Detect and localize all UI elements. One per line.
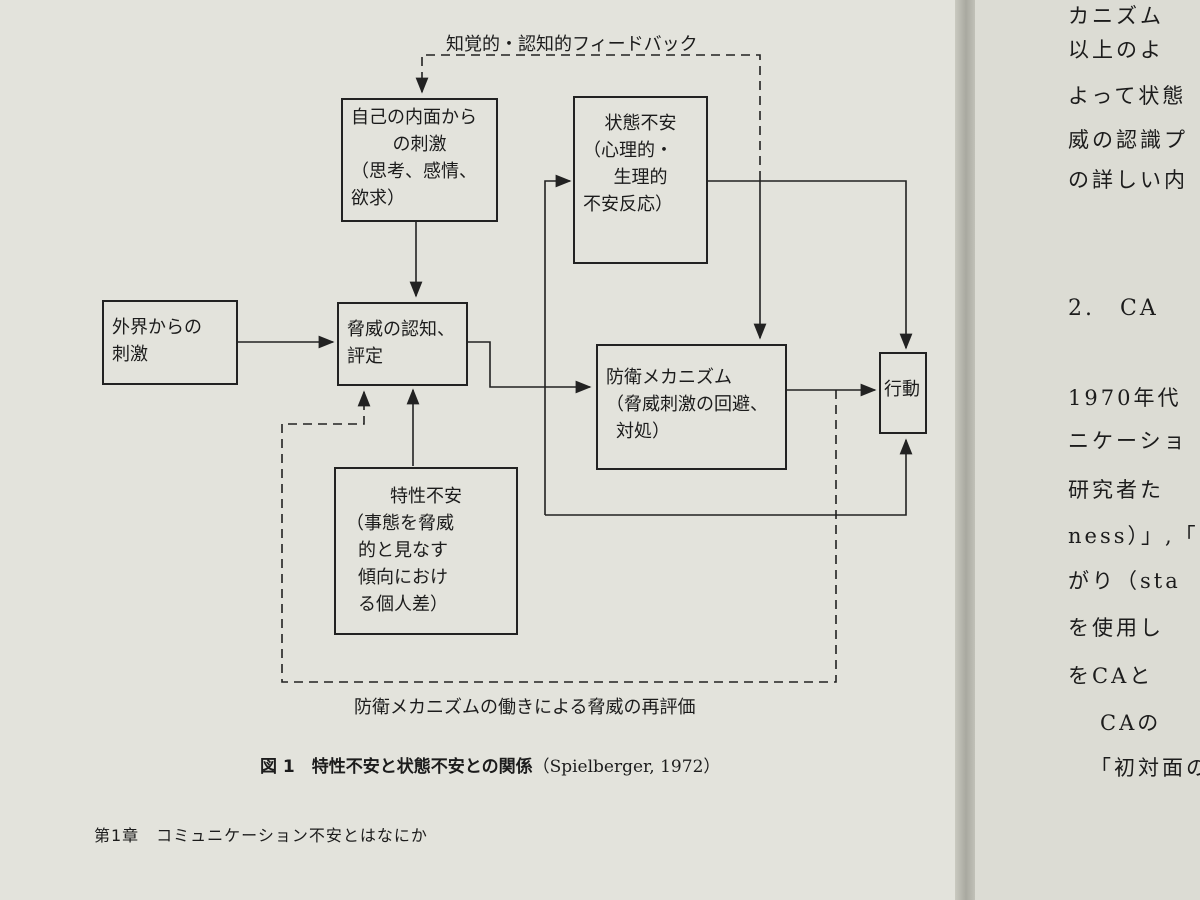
- threat-appraisal-line-1: 脅威の認知、: [347, 319, 455, 340]
- trait-anxiety-line-2: （事態を脅威: [346, 513, 454, 534]
- state-anxiety-line-2: （心理的・: [583, 140, 673, 161]
- right-page-line: がり（sta: [1068, 569, 1181, 593]
- right-page-line: をCAと: [1068, 664, 1154, 688]
- right-page-line: 1970年代: [1068, 386, 1182, 410]
- defense-mechanism-line-3: 対処）: [616, 421, 670, 442]
- state-anxiety-line-1: 状態不安: [604, 113, 677, 134]
- behavior-box: 行動: [879, 352, 927, 434]
- trait-anxiety-line-4: 傾向におけ: [358, 567, 448, 588]
- right-page-line: 威の認識プ: [1068, 128, 1188, 152]
- trait-anxiety-box: 特性不安 （事態を脅威 的と見なす 傾向におけ る個人差）: [334, 467, 518, 635]
- defense-mechanism-line-1: 防衛メカニズム: [606, 367, 732, 388]
- feedback-loop-line: [415, 54, 761, 180]
- external-stimulus-line-2: 刺激: [112, 344, 148, 365]
- threat-appraisal-box: 脅威の認知、 評定: [337, 302, 468, 386]
- defense-mechanism-box: 防衛メカニズム （脅威刺激の回避、 対処）: [596, 344, 787, 470]
- internal-stimulus-line-3: （思考、感情、: [351, 161, 477, 182]
- state-anxiety-line-3: 生理的: [613, 167, 668, 188]
- right-page-line: カニズム: [1068, 4, 1164, 28]
- internal-stimulus-line-2: の刺激: [392, 134, 447, 155]
- right-page-line: ness）」,「: [1068, 524, 1199, 548]
- right-page-line: よって状態: [1068, 84, 1187, 108]
- internal-stimulus-line-4: 欲求）: [351, 188, 405, 209]
- arrow-bottom-to-behavior: [545, 438, 913, 516]
- right-page-line: を使用し: [1068, 616, 1164, 640]
- trait-anxiety-line-5: る個人差）: [358, 594, 448, 615]
- arrow-state-to-behavior: [708, 180, 913, 350]
- reappraisal-label: 防衛メカニズムの働きによる脅威の再評価: [354, 697, 696, 718]
- left-page: [0, 0, 960, 900]
- diagram-connectors: [238, 54, 913, 683]
- chapter-footer: 第1章 コミュニケーション不安とはなにか: [94, 826, 428, 845]
- feedback-label: 知覚的・認知的フィードバック: [446, 34, 698, 55]
- threat-appraisal-line-2: 評定: [347, 346, 383, 367]
- state-anxiety-line-4: 不安反応）: [583, 194, 673, 215]
- right-page-line: の詳しい内: [1068, 168, 1188, 192]
- external-stimulus-line-1: 外界からの: [112, 317, 202, 338]
- figure-caption-title: 図 1 特性不安と状態不安との関係: [260, 757, 533, 777]
- right-page-line: CAの: [1100, 711, 1162, 735]
- state-anxiety-box: 状態不安 （心理的・ 生理的 不安反応）: [573, 96, 708, 264]
- internal-stimulus-line-1: 自己の内面から: [351, 107, 477, 128]
- figure-caption-citation: （Spielberger, 1972）: [532, 757, 721, 777]
- right-page-line: 「初対面の: [1090, 756, 1200, 780]
- figure-caption: 図 1 特性不安と状態不安との関係（Spielberger, 1972）: [260, 752, 720, 777]
- reappraisal-loop-line: [281, 390, 837, 683]
- external-stimulus-box: 外界からの 刺激: [102, 300, 238, 385]
- internal-stimulus-box: 自己の内面から の刺激 （思考、感情、 欲求）: [341, 98, 498, 222]
- behavior-label: 行動: [884, 379, 920, 400]
- arrow-appraisal-to-defense: [468, 341, 592, 394]
- right-page-line: 研究者た: [1068, 478, 1164, 502]
- arrow-appraisal-to-state: [544, 174, 572, 515]
- right-page-line: 以上のよ: [1068, 38, 1164, 62]
- defense-mechanism-line-2: （脅威刺激の回避、: [606, 394, 768, 415]
- right-page: [975, 0, 1200, 900]
- book-gutter: [955, 0, 977, 900]
- trait-anxiety-line-1: 特性不安: [390, 486, 462, 507]
- right-page-heading: 2. CA: [1068, 296, 1159, 321]
- right-page-line: ニケーショ: [1068, 429, 1188, 453]
- trait-anxiety-line-3: 的と見なす: [358, 540, 448, 561]
